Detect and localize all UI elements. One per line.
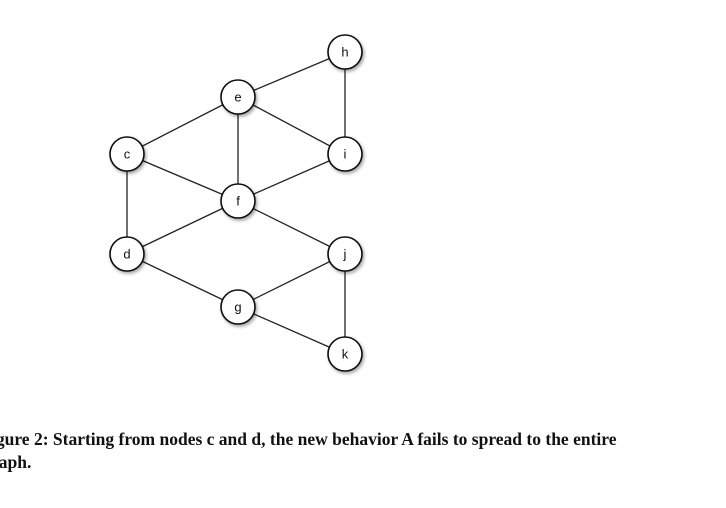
node-circle-c bbox=[109, 136, 145, 172]
node-label-k: k bbox=[342, 347, 349, 362]
edge-e-i bbox=[237, 96, 346, 155]
edge-f-d bbox=[126, 200, 239, 255]
edge-c-e bbox=[126, 96, 239, 155]
node-f: f bbox=[220, 183, 256, 219]
node-circle-f bbox=[220, 183, 256, 219]
node-label-h: h bbox=[341, 45, 348, 60]
node-circle-g bbox=[220, 289, 256, 325]
edge-g-k bbox=[237, 306, 346, 355]
graph-diagram: h e c i f d j g k bbox=[109, 34, 363, 372]
node-d: d bbox=[109, 236, 145, 272]
node-label-d: d bbox=[123, 247, 130, 262]
edge-i-f bbox=[237, 153, 346, 202]
node-c: c bbox=[109, 136, 145, 172]
node-i: i bbox=[327, 136, 363, 172]
node-circle-e bbox=[220, 79, 256, 115]
node-e: e bbox=[220, 79, 256, 115]
node-circle-k bbox=[327, 336, 363, 372]
node-circle-d bbox=[109, 236, 145, 272]
edge-d-g bbox=[126, 253, 239, 308]
node-circle-i bbox=[327, 136, 363, 172]
edge-c-f bbox=[126, 153, 239, 202]
node-h: h bbox=[327, 34, 363, 70]
node-g: g bbox=[220, 289, 256, 325]
edge-f-j bbox=[237, 200, 346, 255]
edge-e-h bbox=[237, 51, 346, 98]
caption-line-1: igure 2: Starting from nodes c and d, th… bbox=[0, 429, 617, 449]
node-label-c: c bbox=[124, 147, 131, 162]
node-label-j: j bbox=[343, 247, 347, 262]
node-j: j bbox=[327, 236, 363, 272]
edge-g-j bbox=[237, 253, 346, 308]
node-label-g: g bbox=[234, 300, 241, 315]
node-k: k bbox=[327, 336, 363, 372]
node-label-f: f bbox=[236, 194, 240, 209]
caption-line-2: raph. bbox=[0, 452, 32, 472]
graph-nodes: h e c i f d j g k bbox=[109, 34, 363, 372]
node-circle-h bbox=[327, 34, 363, 70]
node-label-i: i bbox=[344, 147, 347, 162]
figure-caption: igure 2: Starting from nodes c and d, th… bbox=[0, 428, 726, 474]
node-circle-j bbox=[327, 236, 363, 272]
node-label-e: e bbox=[234, 90, 241, 105]
